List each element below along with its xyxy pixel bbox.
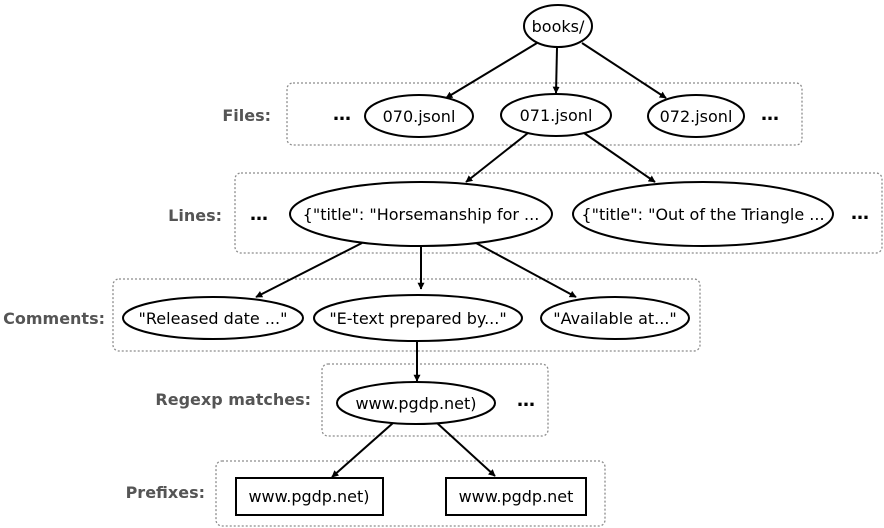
regexp-ellipsis: … [517,390,535,411]
lines-ellipsis-right: … [851,203,869,224]
edge-match1-prefix2 [436,422,496,477]
files-ellipsis-right: … [761,104,779,125]
file-071-node [500,93,612,137]
edge-books-070 [445,42,538,99]
line-1-node [289,181,553,247]
file-071-label: 071.jsonl [520,106,593,125]
prefix-2-node [445,477,587,516]
regexp-group-box [321,363,549,437]
file-070-label: 070.jsonl [383,107,456,126]
edge-071-line1 [465,132,529,183]
comments-row-label: Comments: [3,309,105,328]
books-node-label: books/ [532,17,585,36]
file-072-node [647,94,745,138]
file-070-node [364,94,474,138]
match-1-label: www.pgdp.net) [355,394,476,413]
edge-071-line2 [583,132,656,183]
comment-1-label: "Released date ..." [139,309,288,328]
books-node [523,4,593,48]
prefix-1-label: www.pgdp.net) [248,487,369,506]
regexp-row-label: Regexp matches: [155,390,311,409]
lines-row-label: Lines: [168,206,222,225]
lines-group-box [234,172,883,254]
comments-group-box [112,278,701,352]
match-1-node [336,381,496,425]
comment-2-label: "E-text prepared by..." [329,309,506,328]
edge-line1-comment3 [475,242,577,298]
lines-ellipsis-left: … [250,204,268,225]
comment-2-node [313,294,523,342]
prefix-2-label: www.pgdp.net [459,487,574,506]
line-2-node [572,181,834,247]
files-ellipsis-left: … [333,104,351,125]
prefix-1-node [235,477,384,516]
edge-match1-prefix1 [331,422,394,478]
prefixes-row-label: Prefixes: [126,483,205,502]
files-group-box [286,82,803,146]
edge-books-072 [581,42,667,99]
edge-books-071 [552,47,560,94]
file-072-label: 072.jsonl [660,107,733,126]
comment-1-node [122,296,304,340]
comment-3-label: "Available at..." [553,309,677,328]
edge-line1-comment1 [255,242,363,298]
prefixes-group-box [215,460,606,527]
line-1-label: {"title": "Horsemanship for ... [303,205,540,224]
files-row-label: Files: [222,106,271,125]
comment-3-node [540,296,690,340]
line-2-label: {"title": "Out of the Triangle ... [581,205,824,224]
